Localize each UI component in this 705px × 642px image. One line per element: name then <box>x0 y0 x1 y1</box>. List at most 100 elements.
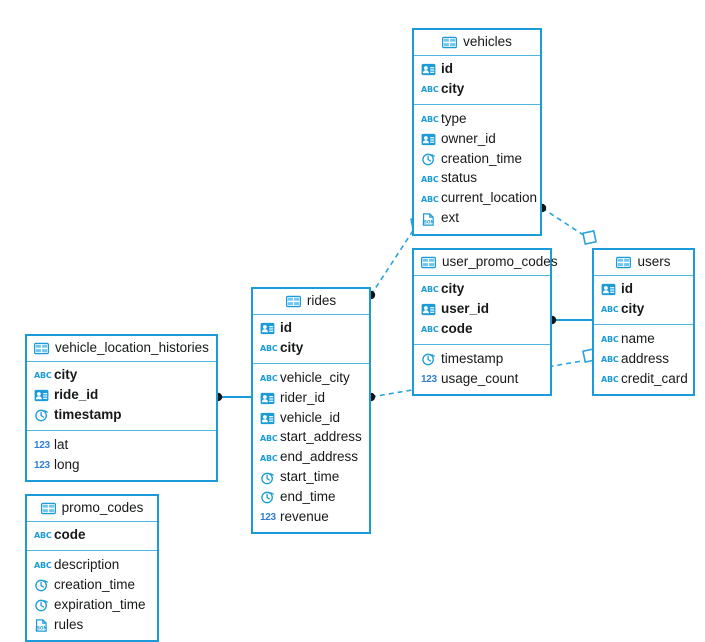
entity-keys: id ABC city <box>414 56 540 105</box>
entity-vehicle-location-histories[interactable]: vehicle_location_histories ABC city ride… <box>25 334 218 482</box>
key-badge-icon <box>601 283 616 296</box>
field-row: timestamp <box>27 405 216 425</box>
table-icon <box>616 256 632 269</box>
field-label: long <box>54 456 80 472</box>
entity-fields: ABC type owner_id creation_time ABC stat… <box>414 104 540 233</box>
clock-icon <box>260 491 275 504</box>
field-row: ABC code <box>27 526 157 546</box>
entity-keys: ABC city ride_id timestamp <box>27 362 216 431</box>
field-row: timestamp <box>414 349 550 369</box>
field-label: city <box>280 339 304 355</box>
entity-fields: timestamp 123 usage_count <box>414 344 550 394</box>
clock-icon <box>421 153 436 166</box>
svg-text:JSON: JSON <box>35 625 48 630</box>
abc-icon: ABC <box>601 355 619 365</box>
abc-icon: ABC <box>421 115 439 125</box>
key-badge-icon <box>421 303 436 316</box>
field-row: 123 long <box>27 455 216 475</box>
field-label: ride_id <box>54 386 99 402</box>
field-row: vehicle_id <box>253 408 369 428</box>
field-label: vehicle_city <box>280 369 350 385</box>
field-label: name <box>621 330 655 346</box>
connector-vehicles-users <box>541 207 589 239</box>
abc-icon: ABC <box>34 371 52 381</box>
table-icon <box>285 295 301 308</box>
number-icon: 123 <box>421 373 437 385</box>
entity-title: users <box>637 254 671 269</box>
table-icon <box>34 342 49 355</box>
field-row: JSON rules <box>27 615 157 635</box>
field-label: rules <box>54 616 84 632</box>
field-row: 123 revenue <box>253 507 369 527</box>
field-row: 123 usage_count <box>414 369 550 389</box>
abc-icon: ABC <box>421 85 439 95</box>
field-row: ABC city <box>414 79 540 99</box>
entity-user-promo-codes[interactable]: user_promo_codes ABC city user_id ABC co… <box>412 248 558 396</box>
svg-text:JSON: JSON <box>422 219 435 224</box>
entity-fields: 123 lat 123 long <box>27 430 216 480</box>
field-label: id <box>621 281 633 296</box>
entity-keys: ABC code <box>27 522 157 551</box>
field-row: ABC city <box>27 366 216 386</box>
entity-header-vehicle-location-histories: vehicle_location_histories <box>27 336 216 362</box>
field-label: credit_card <box>621 370 688 386</box>
field-row: ABC credit_card <box>594 369 693 389</box>
field-row: ABC address <box>594 349 693 369</box>
field-row: owner_id <box>414 129 540 149</box>
field-label: ext <box>441 210 460 226</box>
entity-fields: ABC description creation_time expiration… <box>27 550 157 640</box>
field-row: expiration_time <box>27 595 157 615</box>
field-label: code <box>54 527 86 542</box>
field-label: end_address <box>280 449 359 465</box>
field-label: city <box>621 300 645 316</box>
abc-icon: ABC <box>421 194 439 204</box>
key-badge-icon <box>421 63 436 76</box>
connector-rides-vehicles <box>370 225 417 296</box>
abc-icon: ABC <box>421 285 439 295</box>
field-label: creation_time <box>54 576 136 592</box>
entity-fields: ABC name ABC address ABC credit_card <box>594 324 693 394</box>
clock-icon <box>34 409 49 422</box>
clock-icon <box>34 599 49 612</box>
field-label: creation_time <box>441 150 523 166</box>
entity-vehicles[interactable]: vehicles id ABC city ABC type owner_id <box>412 28 542 236</box>
abc-icon: ABC <box>601 305 619 315</box>
key-badge-icon <box>421 133 436 146</box>
entity-users[interactable]: users id ABC city ABC name ABC address A… <box>592 248 695 396</box>
entity-title: vehicles <box>463 34 512 49</box>
field-row: 123 lat <box>27 435 216 455</box>
field-row: user_id <box>414 299 550 319</box>
abc-icon: ABC <box>34 531 52 541</box>
entity-rides[interactable]: rides id ABC city ABC vehicle_city rider… <box>251 287 371 535</box>
clock-icon <box>260 472 275 485</box>
field-row: id <box>414 60 540 80</box>
field-row: ABC code <box>414 319 550 339</box>
field-row: ABC description <box>27 555 157 575</box>
abc-icon: ABC <box>601 335 619 345</box>
entity-promo-codes[interactable]: promo_codes ABC code ABC description cre… <box>25 494 159 642</box>
field-label: end_time <box>280 489 336 504</box>
abc-icon: ABC <box>421 174 439 184</box>
field-row: end_time <box>253 488 369 508</box>
field-row: ABC current_location <box>414 189 540 209</box>
json-icon: JSON <box>421 212 436 226</box>
field-row: rider_id <box>253 388 369 408</box>
key-badge-icon <box>260 412 275 425</box>
field-row: ABC status <box>414 169 540 189</box>
field-row: ABC end_address <box>253 448 369 468</box>
clock-icon <box>34 579 49 592</box>
entity-title: vehicle_location_histories <box>55 340 209 355</box>
abc-icon: ABC <box>421 325 439 335</box>
field-row: ABC vehicle_city <box>253 368 369 388</box>
field-label: rider_id <box>280 389 326 405</box>
field-label: code <box>441 320 473 336</box>
entity-keys: ABC city user_id ABC code <box>414 276 550 345</box>
entity-header-promo-codes: promo_codes <box>27 496 157 522</box>
key-badge-icon <box>34 389 49 402</box>
field-label: start_address <box>280 429 362 445</box>
abc-icon: ABC <box>260 453 278 463</box>
field-label: timestamp <box>441 350 504 366</box>
entity-fields: ABC vehicle_city rider_id vehicle_id ABC… <box>253 363 369 532</box>
field-label: vehicle_id <box>280 409 341 425</box>
